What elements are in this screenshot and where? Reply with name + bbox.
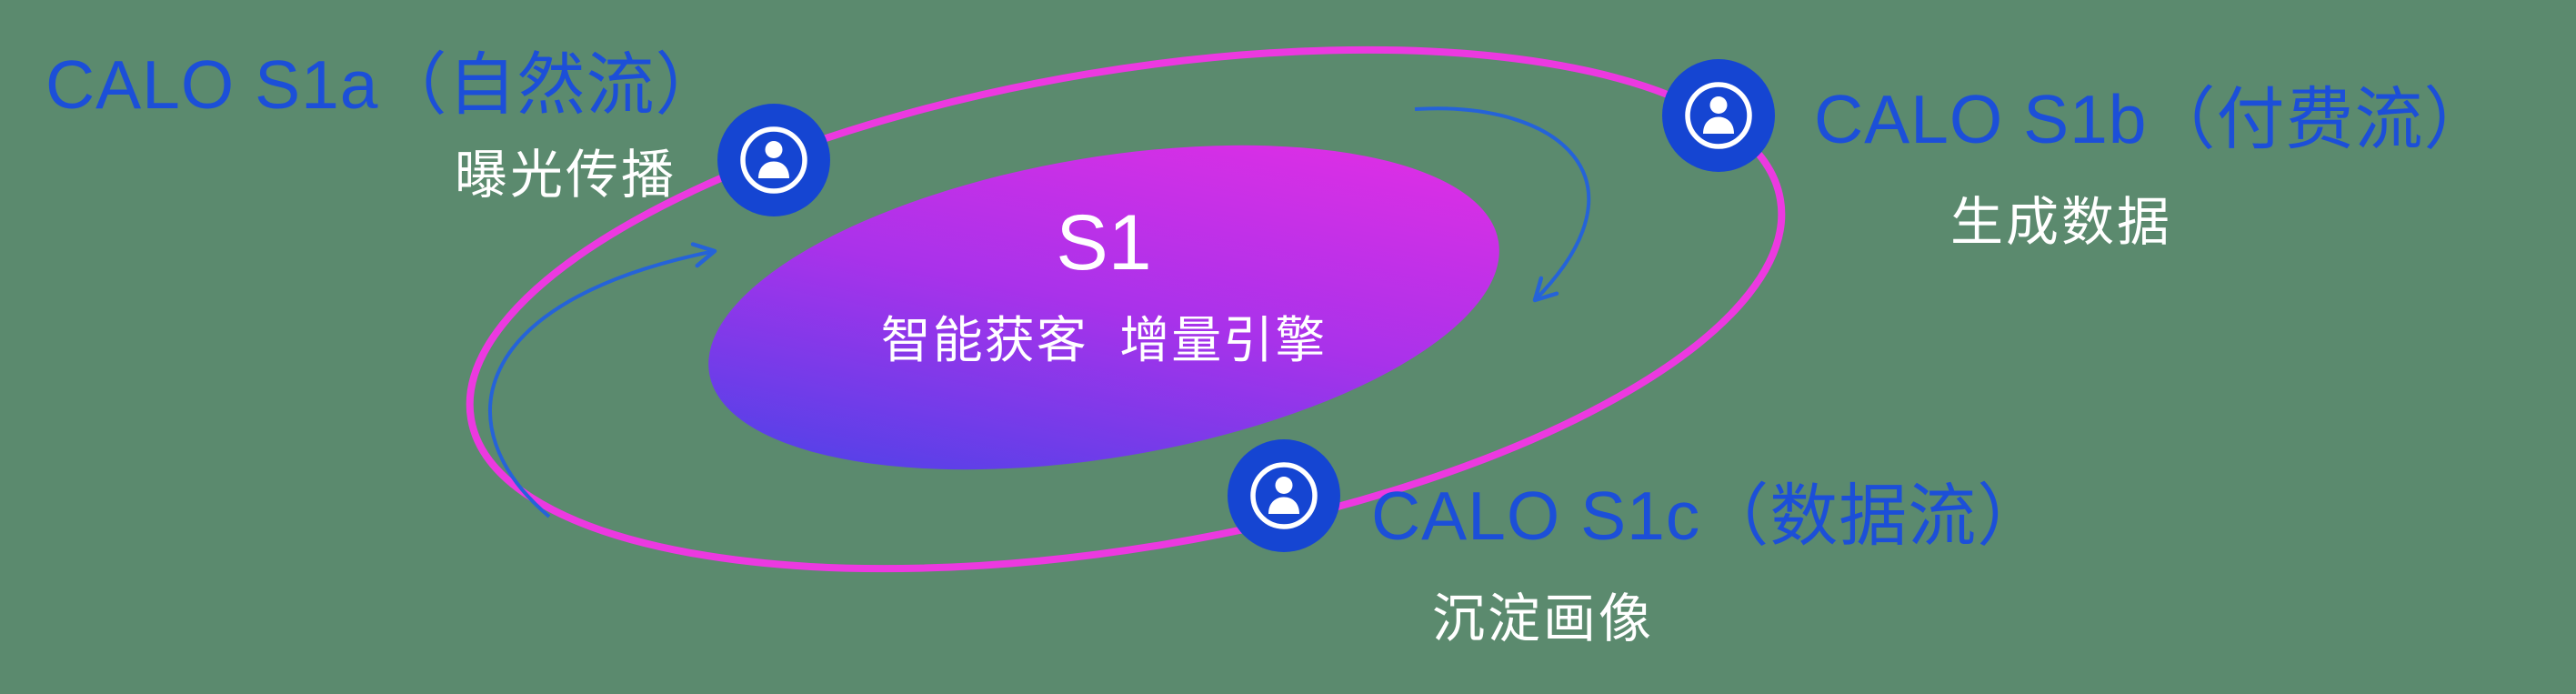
core-ellipse xyxy=(708,145,1499,470)
node-s1c-title: CALO S1c（数据流） xyxy=(1371,478,2047,554)
core-subtitle: 智能获客 增量引擎 xyxy=(880,311,1328,368)
node-s1b-subtitle: 生成数据 xyxy=(1950,193,2173,252)
node-s1b-title: CALO S1b（付费流） xyxy=(1814,81,2493,157)
node-s1c-person-icon xyxy=(1228,439,1340,552)
node-s1a-title: CALO S1a（自然流） xyxy=(45,46,725,123)
node-s1a-subtitle: 曝光传播 xyxy=(455,146,677,205)
node-s1b-person-icon xyxy=(1662,59,1775,172)
node-s1c-subtitle: 沉淀画像 xyxy=(1432,589,1655,649)
flow-arrow-left xyxy=(488,242,717,518)
flow-arrow-right xyxy=(1414,106,1591,303)
core-title: S1 xyxy=(1056,199,1152,287)
orbit-ring xyxy=(466,45,1786,573)
core-label-group: S1 智能获客 增量引擎 xyxy=(740,198,1468,372)
